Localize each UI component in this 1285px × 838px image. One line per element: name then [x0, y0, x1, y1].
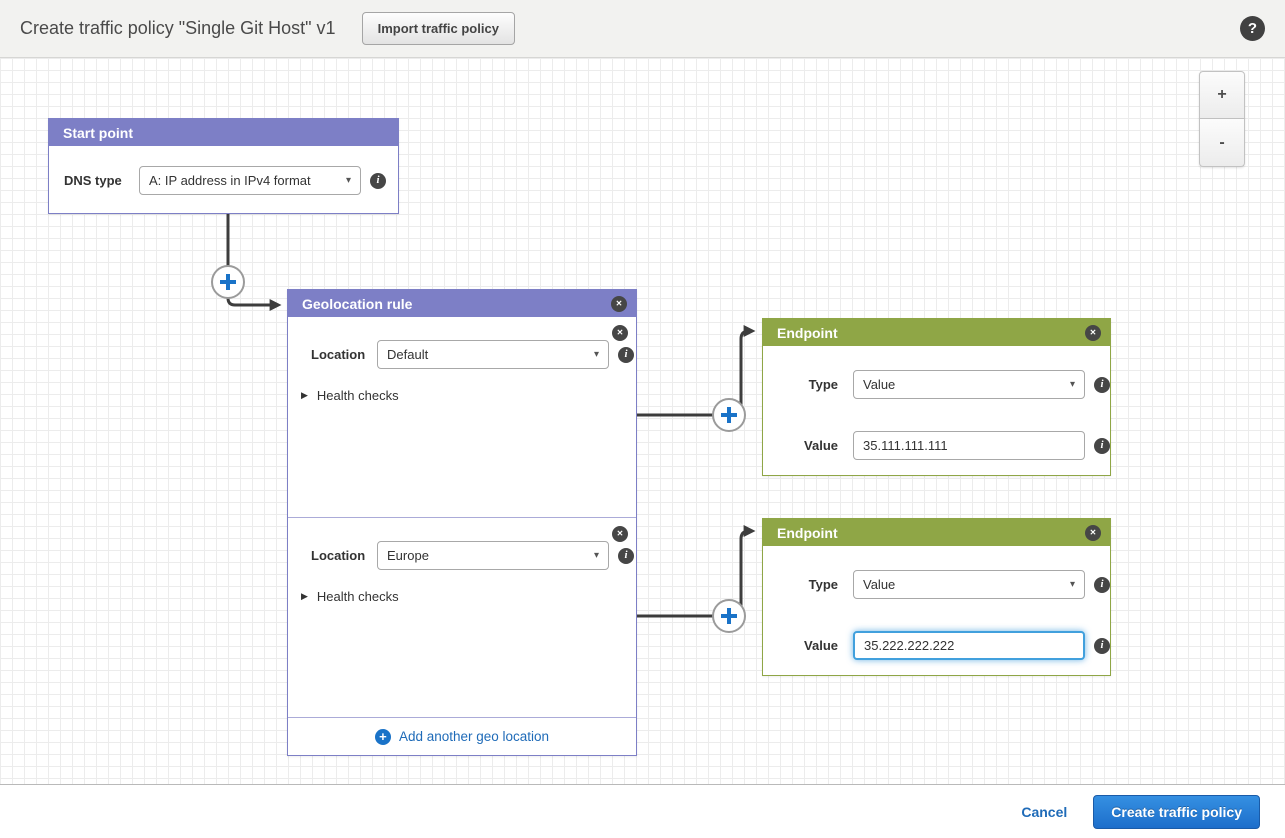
type-selected-value: Value — [863, 577, 896, 592]
endpoint-value-row: Value i — [783, 431, 1110, 460]
endpoint-node-2: Endpoint ✕ Type Value ▾ i Value i — [762, 518, 1111, 676]
value-label: Value — [804, 638, 838, 653]
start-point-body: DNS type A: IP address in IPv4 format ▾ … — [49, 146, 398, 215]
type-info-icon[interactable]: i — [1094, 376, 1110, 393]
endpoint-type-select[interactable]: Value ▾ — [853, 570, 1085, 599]
start-point-header: Start point — [49, 119, 398, 146]
type-selected-value: Value — [863, 377, 896, 392]
add-connection-button-endpoint-1[interactable] — [712, 398, 746, 432]
endpoint-title: Endpoint — [777, 524, 838, 541]
dns-type-selected-value: A: IP address in IPv4 format — [149, 173, 311, 188]
location-info-icon[interactable]: i — [618, 547, 634, 564]
value-info-icon[interactable]: i — [1094, 637, 1110, 654]
start-point-title: Start point — [63, 124, 133, 141]
page-title: Create traffic policy "Single Git Host" … — [20, 18, 336, 38]
endpoint-value-input[interactable] — [853, 431, 1085, 460]
geolocation-rule-header: Geolocation rule ✕ — [288, 290, 636, 317]
endpoint-close-icon[interactable]: ✕ — [1085, 324, 1101, 341]
endpoint-header: Endpoint ✕ — [763, 519, 1110, 546]
chevron-down-icon: ▾ — [1069, 379, 1075, 390]
endpoint-type-row: Type Value ▾ i — [783, 370, 1110, 399]
add-connection-button-start[interactable] — [211, 265, 245, 299]
endpoint-header: Endpoint ✕ — [763, 319, 1110, 346]
collapsed-arrow-icon: ▶ — [301, 390, 308, 400]
import-traffic-policy-button[interactable]: Import traffic policy — [361, 12, 515, 45]
location-selected-value: Europe — [387, 548, 429, 563]
endpoint-body: Type Value ▾ i Value i — [763, 346, 1110, 475]
location-label: Location — [311, 347, 366, 362]
location-label: Location — [311, 548, 366, 563]
add-another-geo-location-label: Add another geo location — [398, 729, 550, 744]
geo-section-europe: ✕ Location Europe ▾ i ▶ Health checks — [288, 517, 636, 717]
zoom-controls: + - — [1199, 71, 1245, 167]
health-checks-label: Health checks — [316, 589, 399, 604]
location-row: Location Europe ▾ i — [311, 541, 634, 570]
type-label: Type — [808, 577, 838, 592]
zoom-in-button[interactable]: + — [1199, 71, 1245, 119]
location-info-icon[interactable]: i — [618, 346, 634, 363]
location-row: Location Default ▾ i — [311, 340, 634, 369]
chevron-down-icon: ▾ — [593, 349, 599, 360]
location-select-europe[interactable]: Europe ▾ — [377, 541, 609, 570]
type-label: Type — [808, 377, 838, 392]
type-info-icon[interactable]: i — [1094, 576, 1110, 593]
geo-section-default: ✕ Location Default ▾ i ▶ Health checks — [288, 317, 636, 517]
endpoint-node-1: Endpoint ✕ Type Value ▾ i Value i — [762, 318, 1111, 476]
plus-icon: + — [374, 728, 391, 745]
value-info-icon[interactable]: i — [1094, 437, 1110, 454]
cancel-button[interactable]: Cancel — [1021, 803, 1068, 820]
dns-type-label: DNS type — [64, 173, 122, 188]
location-select-default[interactable]: Default ▾ — [377, 340, 609, 369]
add-connection-button-endpoint-2[interactable] — [712, 599, 746, 633]
create-traffic-policy-button[interactable]: Create traffic policy — [1093, 794, 1260, 829]
value-label: Value — [804, 438, 838, 453]
collapsed-arrow-icon: ▶ — [301, 591, 308, 601]
policy-editor-canvas: + - Start point DNS type A: IP address i… — [0, 58, 1285, 785]
chevron-down-icon: ▾ — [345, 175, 351, 186]
health-checks-expander[interactable]: ▶ Health checks — [301, 589, 399, 604]
endpoint-value-input-focused[interactable] — [853, 631, 1085, 660]
chevron-down-icon: ▾ — [593, 550, 599, 561]
endpoint-title: Endpoint — [777, 324, 838, 341]
help-icon[interactable]: ? — [1240, 16, 1265, 41]
endpoint-body: Type Value ▾ i Value i — [763, 546, 1110, 675]
geo-section-close-icon[interactable]: ✕ — [612, 325, 628, 341]
health-checks-label: Health checks — [316, 388, 399, 403]
top-bar: Create traffic policy "Single Git Host" … — [0, 0, 1285, 58]
geolocation-rule-close-icon[interactable]: ✕ — [611, 295, 627, 312]
location-selected-value: Default — [387, 347, 429, 362]
geolocation-rule-title: Geolocation rule — [302, 295, 413, 312]
endpoint-value-row: Value i — [783, 631, 1110, 660]
start-point-node: Start point DNS type A: IP address in IP… — [48, 118, 399, 214]
endpoint-type-row: Type Value ▾ i — [783, 570, 1110, 599]
geolocation-rule-node: Geolocation rule ✕ ✕ Location Default ▾ … — [287, 289, 637, 756]
endpoint-type-select[interactable]: Value ▾ — [853, 370, 1085, 399]
geo-section-close-icon[interactable]: ✕ — [612, 526, 628, 542]
dns-type-info-icon[interactable]: i — [370, 172, 386, 189]
dns-type-select[interactable]: A: IP address in IPv4 format ▾ — [139, 166, 361, 195]
chevron-down-icon: ▾ — [1069, 579, 1075, 590]
zoom-out-button[interactable]: - — [1199, 119, 1245, 167]
add-another-geo-location-link[interactable]: + Add another geo location — [288, 717, 636, 755]
footer-bar: Cancel Create traffic policy — [0, 785, 1285, 838]
health-checks-expander[interactable]: ▶ Health checks — [301, 388, 399, 403]
endpoint-close-icon[interactable]: ✕ — [1085, 524, 1101, 541]
